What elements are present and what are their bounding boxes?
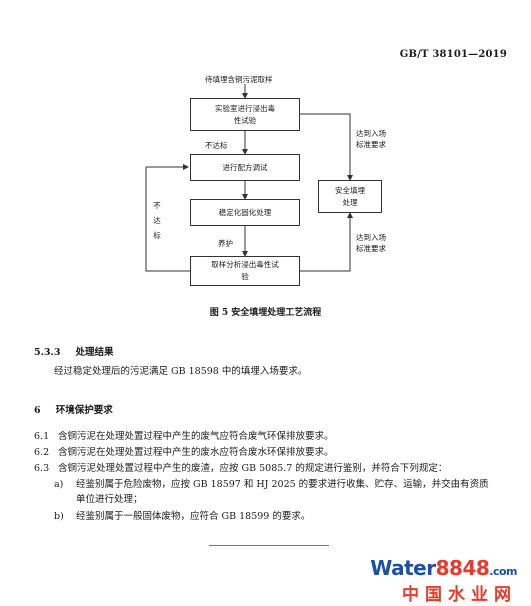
flow-label-pass-top-line: 达到入场 (356, 129, 386, 138)
flow-box-landfill: 安全填埋处理 (318, 180, 382, 213)
flowchart-connectors (145, 84, 353, 272)
logo-brand-num: 8848 (435, 556, 490, 580)
standard-number: GB/T 38101—2019 (399, 49, 507, 60)
section-title: 环境保护要求 (55, 405, 113, 416)
flow-box-stabilize: 稳定化固化处理 (190, 199, 300, 226)
item-number: 6.2 (34, 447, 50, 458)
figure-caption: 图 5 安全填埋处理工艺流程 (209, 308, 322, 318)
item-number: 6.1 (34, 431, 50, 442)
section-number: 5.3.3 (34, 347, 61, 358)
section-title: 处理结果 (75, 347, 114, 358)
subitem-line: 经鉴别属于危险废物，应按 GB 18597 和 HJ 2025 的要求进行收集、… (76, 479, 489, 490)
flow-box-landfill-text: 安全填埋处理 (335, 185, 365, 207)
flow-label-pass-bottom-line: 达到入场 (356, 233, 386, 242)
arrow-pass-bottom (300, 212, 353, 272)
watermark-cn: 中国水业网 (402, 585, 517, 605)
arrow-pass-top (300, 113, 353, 181)
section-533-heading: 5.3.3 处理结果 (34, 340, 114, 359)
flow-label-fail-left-char: 达 (153, 216, 161, 225)
item-text: 含铜污泥在处理处置过程中产生的废气应符合废气环保排放要求。 (58, 431, 334, 442)
subitem-label: a) (54, 479, 64, 490)
flow-box-leach-test: 实验室进行浸出毒性试验 (190, 98, 300, 131)
flow-box-stabilize-text: 稳定化固化处理 (218, 207, 272, 217)
section-number: 6 (34, 405, 41, 416)
flow-box-sample-text: 取样分析浸出毒性试验 (211, 260, 279, 281)
footer-divider (209, 545, 329, 546)
item-number: 6.3 (34, 463, 50, 474)
logo-brand-suffix: .com (489, 565, 517, 578)
subitem-label: b) (54, 511, 64, 522)
flow-label-fail-left-char: 标 (153, 231, 161, 240)
flow-label-cure: 养护 (218, 239, 233, 248)
watermark-logo: Water8848.com (370, 556, 517, 580)
item-text: 含铜污泥在处理处置过程中产生的废水应符合废水环保排放要求。 (58, 447, 334, 458)
logo-brand-main: Water (370, 556, 436, 580)
section-533-text: 经过稳定处理后的污泥满足 GB 18598 中的填埋入场要求。 (54, 366, 308, 377)
flow-box-formula: 进行配方调试 (190, 154, 300, 181)
flow-label-fail-left-char: 不 (153, 201, 161, 210)
arrow-fail-loop (145, 164, 190, 272)
flow-label-pass-bottom-line: 标准要求 (356, 244, 386, 253)
flow-start-label: 待填埋含铜污泥取样 (205, 75, 273, 84)
flow-box-sample-test: 取样分析浸出毒性试验 (190, 256, 300, 286)
flow-label-pass-top: 达到入场 标准要求 (356, 128, 386, 150)
flow-box-leach-text: 实验室进行浸出毒性试验 (215, 103, 275, 125)
flow-label-pass-bottom: 达到入场 标准要求 (356, 232, 386, 254)
subitem-text: 经鉴别属于一般固体废物，应符合 GB 18599 的要求。 (76, 509, 310, 524)
flow-label-pass-top-line: 标准要求 (356, 140, 386, 149)
flow-label-fail-top: 不达标 (205, 141, 228, 150)
flow-box-formula-text: 进行配方调试 (222, 162, 268, 172)
flow-label-fail-left: 不 达 标 (152, 198, 162, 243)
subitem-line: 单位进行处理； (76, 494, 143, 505)
section-6-heading: 6 环境保护要求 (34, 398, 113, 417)
subitem-text: 经鉴别属于危险废物，应按 GB 18597 和 HJ 2025 的要求进行收集、… (76, 477, 516, 507)
subitem-line: 经鉴别属于一般固体废物，应符合 GB 18599 的要求。 (76, 511, 311, 522)
item-text: 含铜污泥处理处置过程中产生的废渣，应按 GB 5085.7 的规定进行鉴别，并符… (58, 463, 448, 474)
